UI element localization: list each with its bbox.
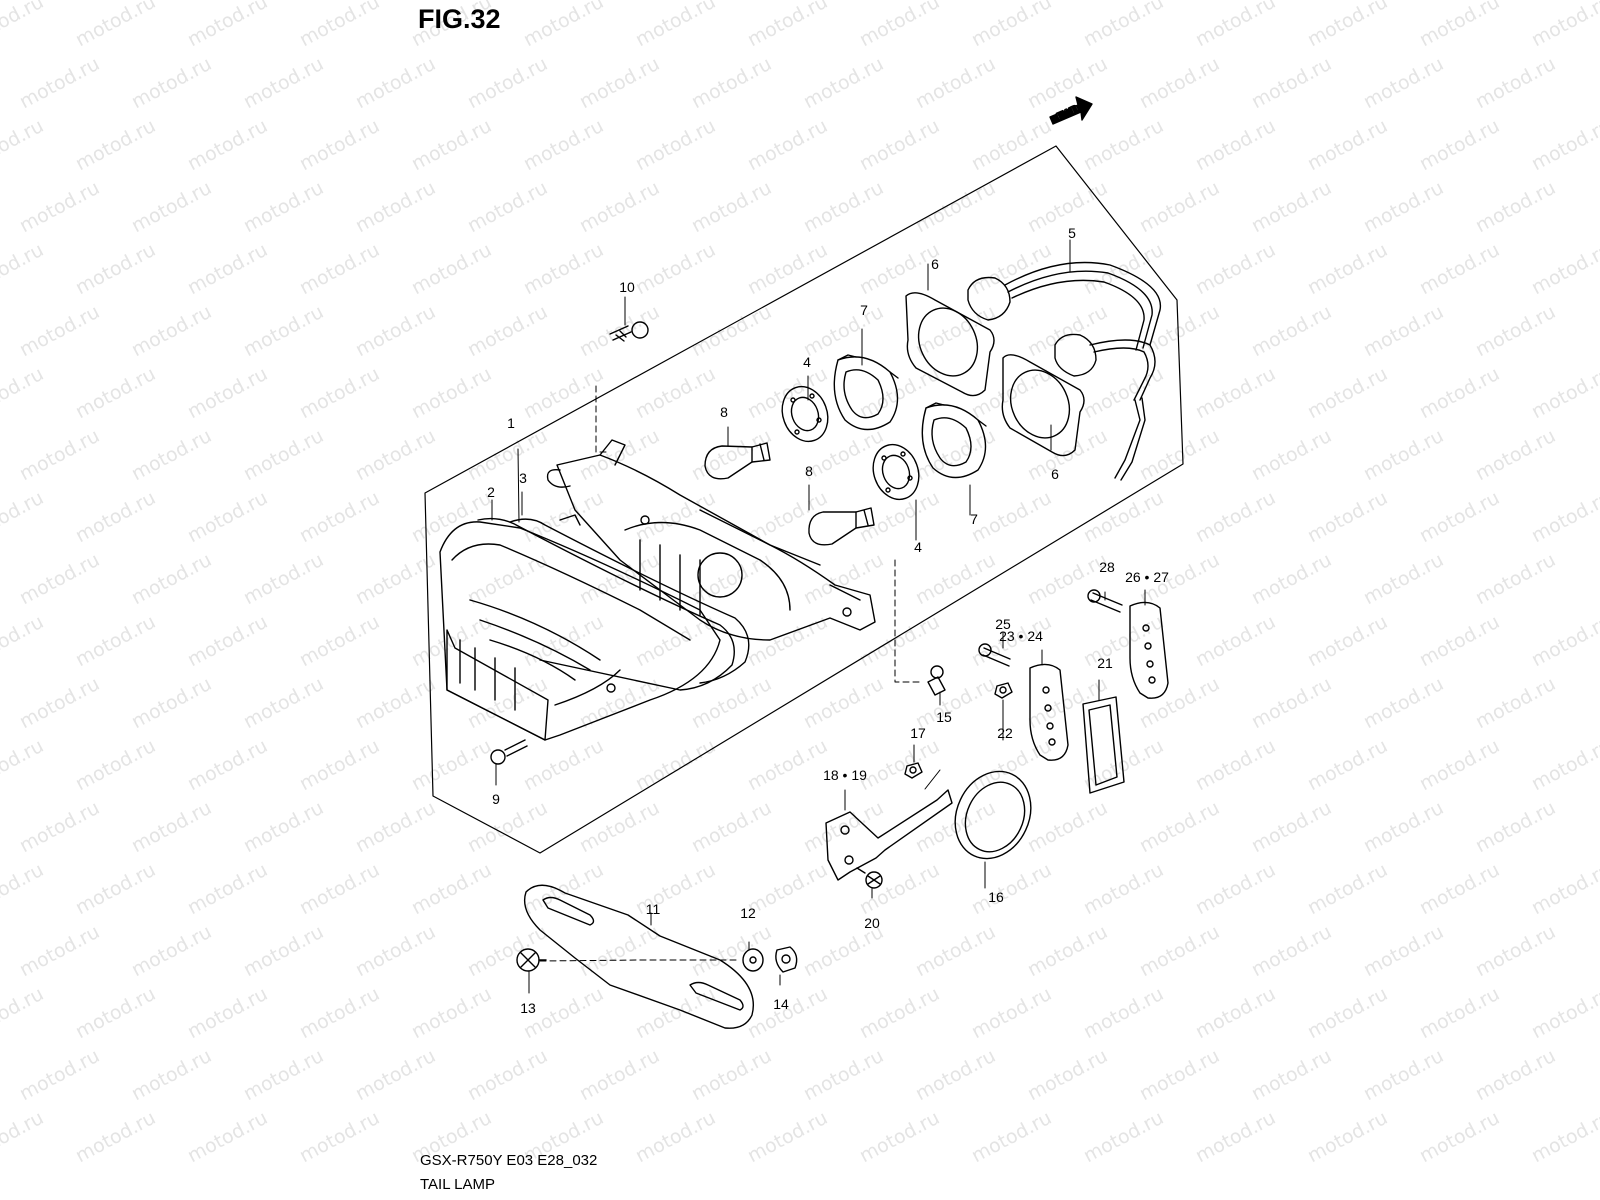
callout-25: 25 xyxy=(995,616,1011,632)
callout-6-lower: 6 xyxy=(1051,466,1059,482)
lens-gasket xyxy=(477,517,735,691)
callout-20: 20 xyxy=(864,915,880,931)
screw-13 xyxy=(516,948,547,972)
model-code: GSX-R750Y E03 E28_032 xyxy=(420,1152,598,1169)
callout-12: 12 xyxy=(740,905,756,921)
callout-8-upper: 8 xyxy=(720,404,728,420)
callout-2: 2 xyxy=(487,484,495,500)
callout-4-lower: 4 xyxy=(914,539,922,555)
license-plate-bracket xyxy=(523,884,754,1029)
wiring-harness xyxy=(967,261,1162,481)
callout-18-19: 18 • 19 xyxy=(823,767,867,783)
retaining-ring-upper xyxy=(833,354,899,431)
callout-11: 11 xyxy=(645,901,661,917)
callout-6-upper: 6 xyxy=(931,256,939,272)
leader-lines xyxy=(491,239,1146,994)
figure-title: FIG.32 xyxy=(418,4,501,34)
callout-10: 10 xyxy=(619,279,635,295)
screw-25 xyxy=(978,643,1011,667)
fwd-label: FWD xyxy=(1055,103,1080,122)
callout-15: 15 xyxy=(936,709,952,725)
screw-28 xyxy=(1087,589,1123,613)
callout-4-upper: 4 xyxy=(803,354,811,370)
callout-17: 17 xyxy=(910,725,926,741)
round-reflector xyxy=(954,770,1032,860)
figure-caption: TAIL LAMP xyxy=(420,1176,496,1193)
bulb-lower xyxy=(808,507,875,546)
callout-7-lower: 7 xyxy=(970,511,978,527)
callout-8-lower: 8 xyxy=(805,463,813,479)
rear-housing xyxy=(546,439,876,641)
fwd-arrow-icon: FWD xyxy=(1049,96,1093,125)
socket-lower xyxy=(872,443,920,501)
callout-21: 21 xyxy=(1097,655,1113,671)
callout-16: 16 xyxy=(988,889,1004,905)
callout-13: 13 xyxy=(520,1000,536,1016)
screw-9 xyxy=(490,739,528,765)
screw-10 xyxy=(609,321,649,342)
housing-gasket xyxy=(509,518,750,684)
callout-1: 1 xyxy=(507,415,515,431)
nut-22 xyxy=(994,682,1013,699)
retaining-ring-lower xyxy=(921,402,987,479)
assembly-boundary xyxy=(424,145,1184,854)
reflector-bracket xyxy=(825,789,953,881)
bulb-upper xyxy=(704,442,771,480)
washer-12 xyxy=(742,948,764,972)
side-reflector-right xyxy=(1129,601,1169,699)
bolt-15 xyxy=(927,665,946,696)
nut-17 xyxy=(904,762,923,779)
rectangular-reflector xyxy=(1082,696,1125,794)
callout-9: 9 xyxy=(492,791,500,807)
callout-5: 5 xyxy=(1068,225,1076,241)
socket-upper xyxy=(781,385,829,443)
callout-3: 3 xyxy=(519,470,527,486)
callout-28: 28 xyxy=(1099,559,1115,575)
screw-20 xyxy=(856,867,883,889)
callout-7-upper: 7 xyxy=(860,302,868,318)
callout-26-27: 26 • 27 xyxy=(1125,569,1169,585)
lens-cushion-upper xyxy=(905,292,995,397)
callout-23-24: 23 • 24 xyxy=(999,628,1043,644)
callout-22: 22 xyxy=(997,725,1013,741)
flange-nut-14 xyxy=(775,946,798,973)
side-reflector-left xyxy=(1029,663,1069,761)
callout-14: 14 xyxy=(773,996,789,1012)
tail-lamp-housing xyxy=(439,521,721,741)
lens-cushion-lower xyxy=(1001,354,1085,457)
